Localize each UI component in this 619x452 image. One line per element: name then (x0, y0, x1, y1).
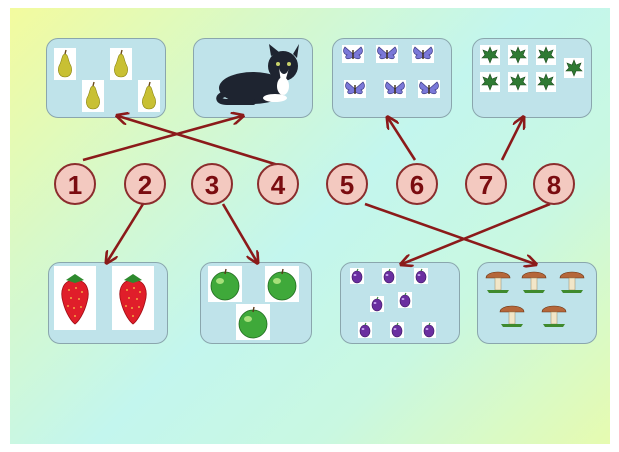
leaf-icon (508, 45, 528, 65)
mushroom-icon (485, 271, 511, 293)
leaf-icon (480, 72, 500, 92)
arrow-5-mushrooms (364, 202, 535, 264)
arrow-7-leaves (500, 118, 523, 161)
pear-icon (82, 80, 104, 112)
pear-icon (110, 48, 132, 80)
butterfly-icon (344, 80, 366, 98)
connection-arrows (82, 8, 551, 444)
butterfly-icon (376, 45, 398, 63)
leaf-icon (508, 72, 528, 92)
plum-icon (414, 268, 428, 284)
cat-icon (216, 44, 299, 105)
arrow-3-apples (221, 203, 257, 262)
pear-icon (54, 48, 76, 80)
green-apple-icon (208, 266, 242, 302)
strawberry-icon (112, 266, 154, 330)
mushroom-icon (541, 305, 567, 327)
plum-icon (398, 292, 412, 308)
butterfly-icon (412, 45, 434, 63)
number-2[interactable]: 2 (124, 163, 166, 205)
plum-icon (382, 268, 396, 284)
leaf-icon (564, 58, 584, 78)
mushroom-icon (521, 271, 547, 293)
plum-icon (422, 322, 436, 338)
number-8[interactable]: 8 (533, 163, 575, 205)
arrow-2-strawberries (107, 203, 145, 262)
plum-icon (390, 322, 404, 338)
number-4[interactable]: 4 (257, 163, 299, 205)
butterfly-icon (384, 80, 406, 98)
plum-icon (358, 322, 372, 338)
butterfly-icon (418, 80, 440, 98)
arrow-4-pears (118, 116, 279, 167)
slide-canvas: 1 2 3 4 5 6 7 8 (10, 8, 610, 444)
number-5[interactable]: 5 (326, 163, 368, 205)
number-1[interactable]: 1 (54, 163, 96, 205)
leaf-icon (480, 45, 500, 65)
number-6[interactable]: 6 (396, 163, 438, 205)
number-3[interactable]: 3 (191, 163, 233, 205)
leaf-icon (536, 45, 556, 65)
plum-icon (350, 268, 364, 284)
arrow-1-cat (82, 116, 242, 162)
green-apple-icon (265, 266, 299, 302)
mushroom-icon (499, 305, 525, 327)
mushroom-icon (559, 271, 585, 293)
pear-icon (138, 80, 160, 112)
number-7[interactable]: 7 (465, 163, 507, 205)
arrow-8-plums (402, 202, 551, 264)
arrow-6-butterflies (388, 118, 417, 161)
green-apple-icon (236, 304, 270, 340)
leaf-icon (536, 72, 556, 92)
plum-icon (370, 296, 384, 312)
strawberry-icon (54, 266, 96, 330)
butterfly-icon (342, 45, 364, 63)
